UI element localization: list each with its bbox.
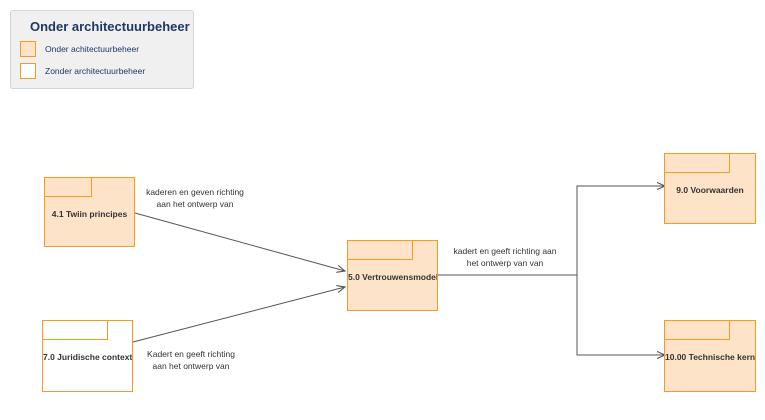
edge-label-line: het ontwerp van van: [466, 258, 544, 268]
node-tab: [45, 178, 92, 197]
node-tab: [665, 321, 730, 340]
legend-label-managed: Onder achitectuurbeheer: [45, 44, 140, 54]
legend: Onder architectuurbeheer Onder achitectu…: [10, 10, 194, 89]
legend-swatch-managed: [20, 41, 36, 57]
legend-title: Onder architectuurbeheer: [30, 19, 190, 34]
legend-swatch-unmanaged: [20, 63, 36, 79]
node-label: 5.0 Vertrouwensmodel: [348, 272, 437, 282]
node-label: 9.0 Voorwaarden: [676, 185, 744, 195]
edge-vertrouwen-to-technisch[interactable]: [576, 275, 665, 355]
edge-label-line: aan het ontwerp van: [152, 361, 230, 371]
edge-vertrouwen-to-voorwaarden[interactable]: [438, 186, 665, 276]
node-juridische-context[interactable]: 7.0 Juridische context: [42, 320, 133, 392]
node-tab: [665, 154, 730, 173]
node-label: 7.0 Juridische context: [43, 352, 132, 362]
edge-label-line: kaderen en geven richting: [146, 187, 244, 197]
legend-label-unmanaged: Zonder architectuurbeheer: [45, 66, 146, 76]
edge-label-twiin-vertrouwen: kaderen en geven richting aan het ontwer…: [140, 186, 250, 210]
node-voorwaarden[interactable]: 9.0 Voorwaarden: [664, 153, 756, 224]
edge-label-vertrouwen-out: kadert en geeft richting aan het ontwerp…: [445, 245, 565, 269]
edge-juridisch-to-vertrouwen[interactable]: [132, 287, 345, 343]
edge-twiin-to-vertrouwen[interactable]: [134, 212, 345, 271]
node-vertrouwensmodel[interactable]: 5.0 Vertrouwensmodel: [347, 240, 438, 311]
node-label: 10.00 Technische kern: [665, 352, 755, 362]
node-label: 4.1 Twiin principes: [51, 209, 128, 219]
node-tab: [43, 321, 108, 340]
node-technische-kern[interactable]: 10.00 Technische kern: [664, 320, 756, 392]
node-tab: [348, 241, 413, 260]
edge-label-line: Kadert en geeft richting: [147, 349, 235, 359]
edge-label-line: kadert en geeft richting aan: [453, 246, 557, 256]
node-twiin-principes[interactable]: 4.1 Twiin principes: [44, 177, 135, 247]
edge-label-juridisch-vertrouwen: Kadert en geeft richting aan het ontwerp…: [136, 348, 246, 372]
edge-label-line: aan het ontwerp van: [156, 199, 234, 209]
